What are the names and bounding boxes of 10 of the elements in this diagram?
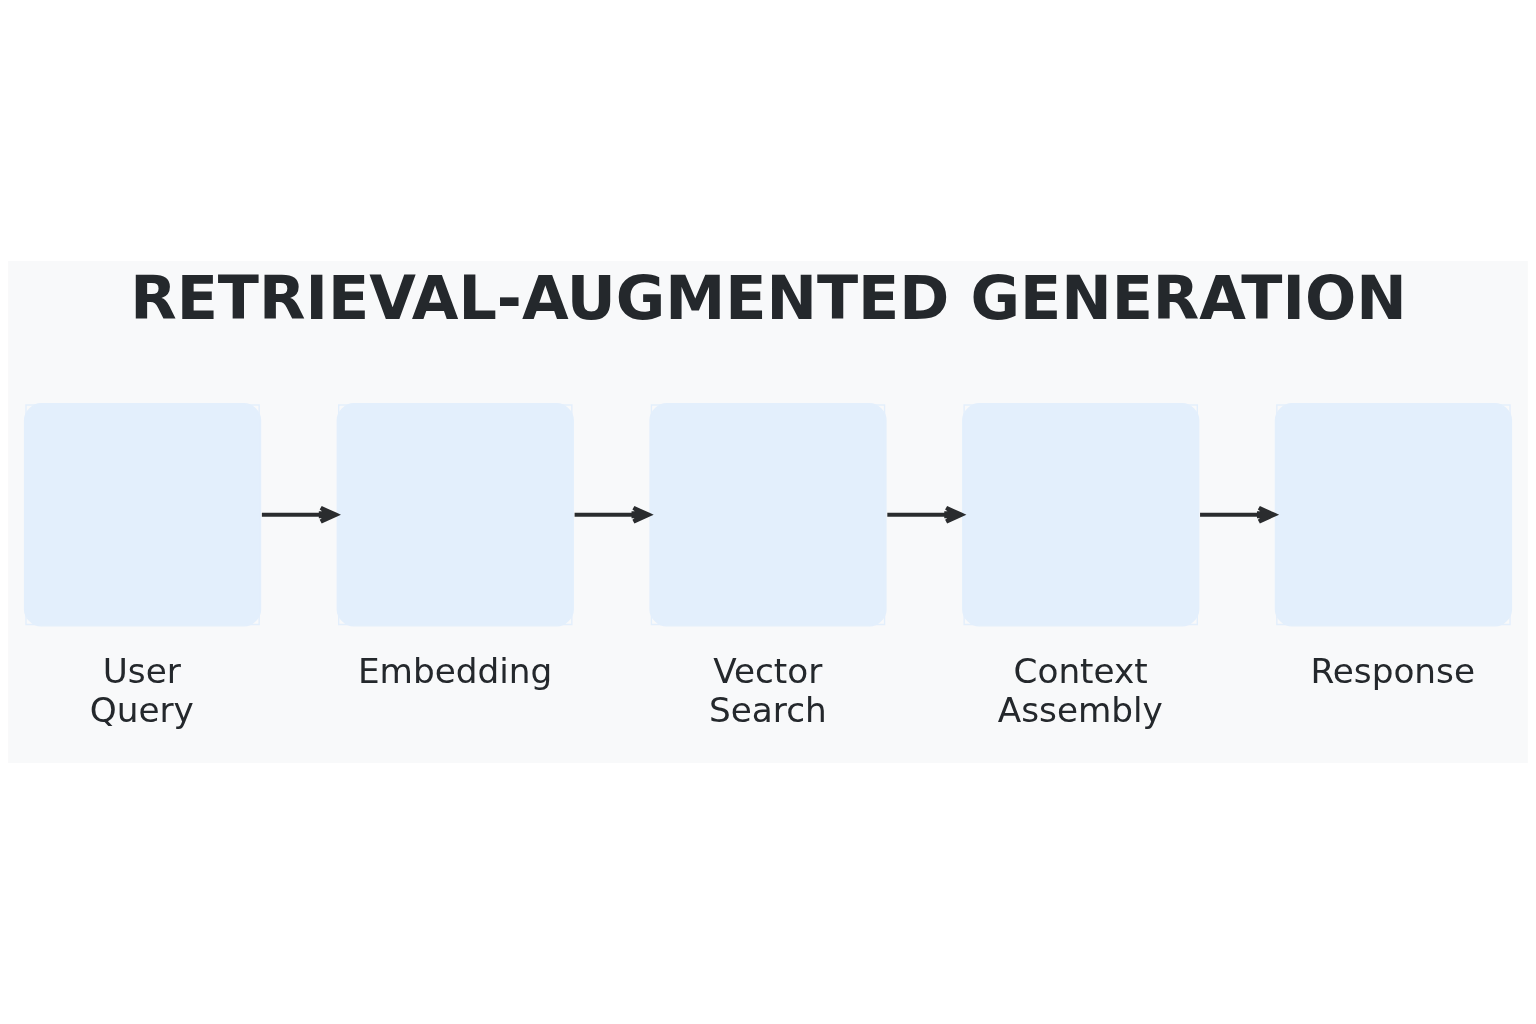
node-label: User Query: [89, 651, 194, 730]
arrow: [261, 505, 338, 524]
node-label: Vector Search: [709, 651, 827, 730]
diagram-title: RETRIEVAL-AUGMENTED GENERATION: [130, 262, 1407, 333]
arrow: [574, 505, 651, 524]
arrow: [1200, 505, 1277, 524]
arrow: [887, 505, 964, 524]
node-label: Embedding: [357, 651, 553, 692]
node-label: Response: [1310, 651, 1476, 692]
node-label: Context Assembly: [997, 651, 1163, 730]
